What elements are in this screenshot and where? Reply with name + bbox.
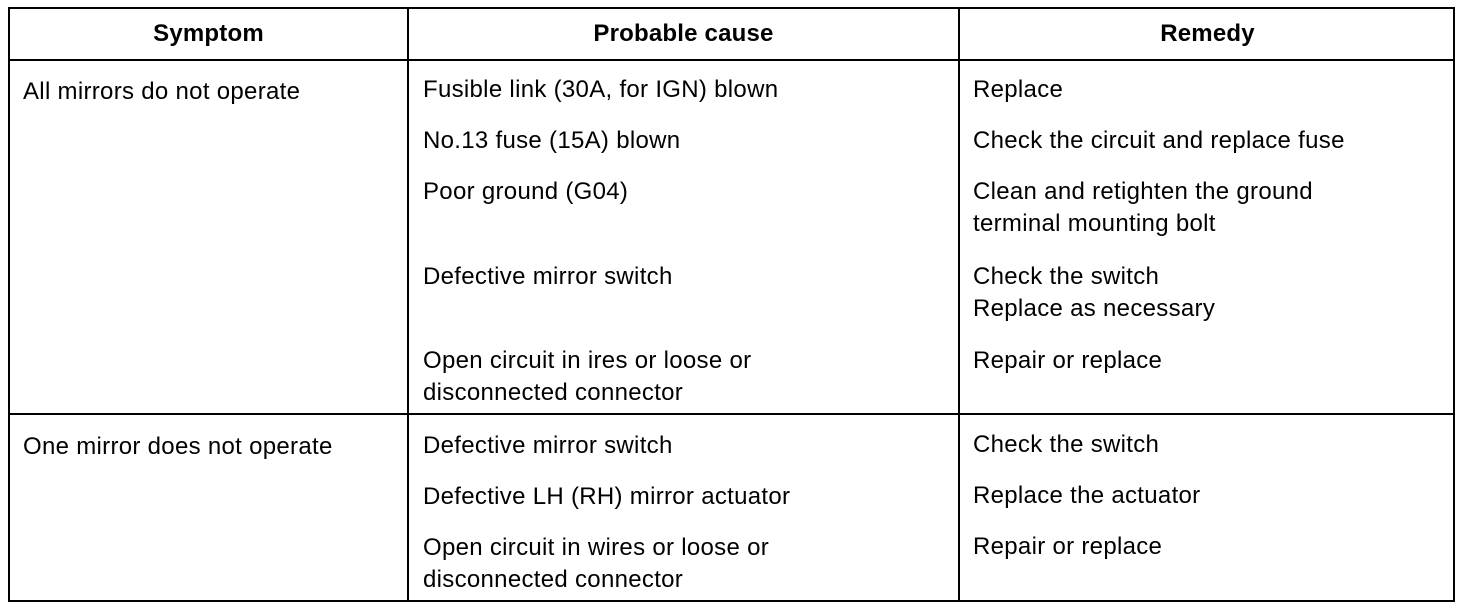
cause-cell: No.13 fuse (15A) blown [423, 127, 681, 154]
remedy-cell: Replace the actuator [973, 482, 1201, 509]
remedy-cell: Clean and retighten the ground terminal … [973, 178, 1313, 237]
cause-cell: Open circuit in wires or loose or discon… [423, 534, 770, 593]
column-divider [958, 9, 960, 600]
remedy-cell: Check the switch [973, 431, 1160, 458]
table-header-row [10, 9, 1453, 61]
header-probable-cause: Probable cause [593, 20, 774, 47]
remedy-cell: Repair or replace [973, 533, 1163, 560]
remedy-cell: Repair or replace [973, 347, 1163, 374]
remedy-cell: Check the switch Replace as necessary [973, 263, 1216, 322]
group-divider [10, 413, 1453, 415]
cause-cell: Defective mirror switch [423, 263, 673, 290]
cause-cell: Fusible link (30A, for IGN) blown [423, 76, 779, 103]
symptom-cell: One mirror does not operate [23, 433, 333, 460]
header-remedy: Remedy [1160, 20, 1255, 47]
remedy-cell: Replace [973, 76, 1064, 103]
cause-cell: Poor ground (G04) [423, 178, 629, 205]
remedy-cell: Check the circuit and replace fuse [973, 127, 1345, 154]
symptom-cell: All mirrors do not operate [23, 78, 301, 105]
troubleshooting-table: Symptom Probable cause Remedy All mirror… [8, 7, 1455, 602]
cause-cell: Defective mirror switch [423, 432, 673, 459]
cause-cell: Open circuit in ires or loose or disconn… [423, 347, 752, 406]
header-symptom: Symptom [153, 20, 264, 47]
column-divider [407, 9, 409, 600]
cause-cell: Defective LH (RH) mirror actuator [423, 483, 791, 510]
